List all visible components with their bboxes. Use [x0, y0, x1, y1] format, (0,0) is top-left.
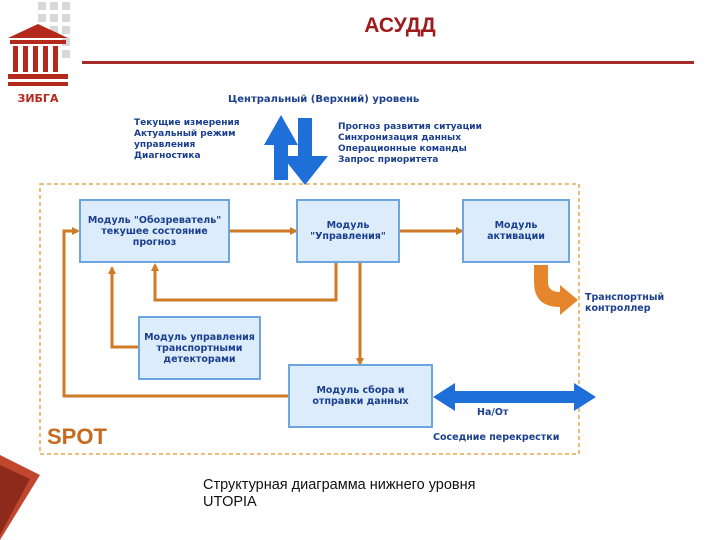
diagram-caption: Структурная диаграмма нижнего уровня UTO… — [203, 477, 476, 510]
upward-data-label: Текущие измерения Актуальный режим управ… — [134, 118, 240, 161]
corner-decoration — [0, 455, 40, 540]
data-module-box: Модуль сбора и отправки данных — [288, 364, 433, 428]
spot-frame — [39, 183, 580, 455]
up-arrow — [264, 115, 298, 180]
title-rule — [82, 61, 694, 64]
flow-control-observer-loop — [151, 263, 338, 302]
downward-data-label: Прогноз развития ситуации Синхронизация … — [338, 122, 482, 165]
transport-controller-label: Транспортный контроллер — [585, 292, 665, 314]
university-logo: ЗИБГА — [8, 2, 70, 105]
controller-arrow — [534, 265, 578, 315]
activation-module-box: Модуль активации — [462, 199, 570, 263]
down-arrow — [282, 118, 328, 185]
to-from-label: На/От — [477, 407, 509, 418]
neighbors-arrow — [433, 383, 596, 411]
page-title: АСУДД — [364, 14, 436, 37]
observer-module-box: Модуль "Обозреватель" текушее состояние … — [79, 199, 230, 263]
spot-system-label: SPOT — [47, 424, 107, 449]
control-module-box: Модуль "Управления" — [296, 199, 400, 263]
logo-text: ЗИБГА — [18, 92, 59, 105]
top-level-label: Центральный (Верхний) уровень — [228, 94, 420, 105]
detectors-module-box: Модуль управления транспортными детектор… — [138, 316, 261, 380]
neighbor-intersections-label: Соседние перекрестки — [433, 432, 560, 443]
flow-data-observer — [62, 227, 290, 398]
flow-detectors-observer — [108, 266, 140, 349]
